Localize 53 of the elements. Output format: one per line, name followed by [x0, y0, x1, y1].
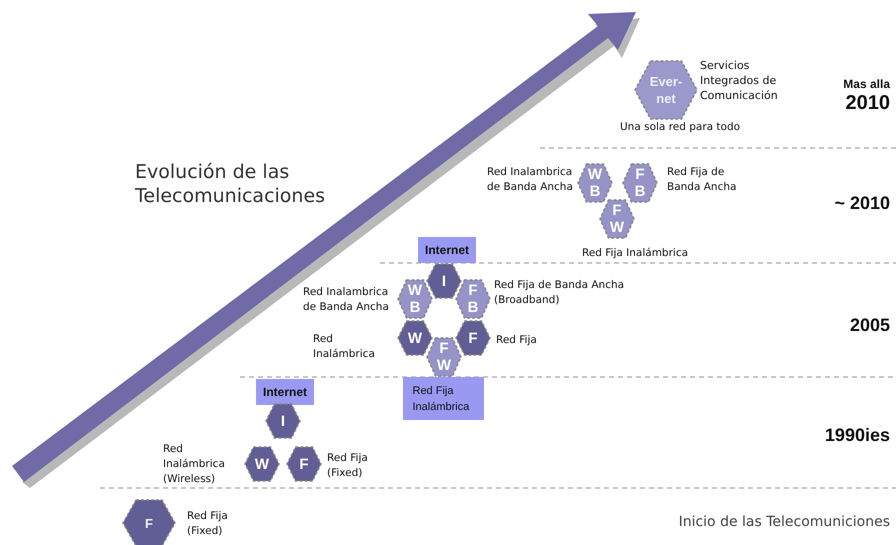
hexagon-label: F W — [436, 340, 452, 374]
node-caption: Red Fija (Fixed) — [187, 509, 229, 539]
note-text: Inicio de las Telecomuniciones — [678, 514, 890, 530]
hexagon-label: F W — [608, 202, 626, 236]
hexagon-label: I — [440, 272, 448, 290]
period-label: Mas alla — [842, 77, 890, 91]
hexagon-node — [427, 264, 461, 298]
hexagon-node — [456, 280, 490, 318]
hexagon-node — [287, 447, 321, 481]
box-label: Internet — [424, 243, 469, 257]
hexagon-node — [427, 338, 461, 376]
hexagon-node — [266, 404, 300, 438]
node-caption: Red Fija — [496, 333, 538, 348]
hexagon-node — [123, 500, 175, 545]
hexagon-label: W — [406, 330, 424, 346]
period-label: 2010 — [844, 92, 890, 115]
node-caption: Red Fija (Fixed) — [327, 451, 369, 481]
hexagon-label: W — [254, 456, 270, 472]
period-label: ~ 2010 — [833, 193, 890, 214]
node-caption: Red Inalambrica de Banda Ancha — [487, 165, 574, 195]
hexagon-node — [398, 280, 432, 318]
node-caption: Red Fija de Banda Ancha (Broadband) — [494, 278, 626, 308]
hexagon-label: F B — [634, 166, 646, 200]
hexagon-node — [600, 200, 634, 238]
node-caption: Una sola red para todo — [620, 120, 742, 135]
hexagon-label: I — [280, 412, 286, 430]
hexagon-node — [623, 164, 657, 202]
node-caption: Red Fija Inalámbrica — [582, 246, 690, 261]
label-box — [256, 379, 314, 405]
hexagon-label: F — [298, 456, 310, 472]
label-box — [418, 237, 476, 263]
hexagon-label: F — [467, 330, 479, 346]
hexagon-node — [245, 447, 279, 481]
hexagon-node — [635, 61, 697, 119]
node-caption: Servicios Integrados de Comunicación — [700, 58, 779, 103]
period-label: 2005 — [848, 315, 890, 336]
hexagon-node — [398, 321, 432, 355]
box-label: Internet — [262, 385, 307, 399]
hexagon-label: Ever- net — [648, 73, 684, 107]
node-caption: Red Inalámbrica (Wireless) — [163, 442, 226, 487]
box-label: Red Fija Inalámbrica — [412, 384, 470, 414]
title: Evolución de las Telecomunicaciones — [135, 160, 326, 208]
hexagon-label: W B — [586, 166, 604, 200]
node-caption: Red Inalámbrica — [313, 332, 376, 362]
hexagon-node — [578, 164, 612, 202]
hexagon-label: F B — [466, 282, 480, 316]
hexagon-label: F — [144, 514, 154, 532]
node-caption: Red Inalambrica de Banda Ancha — [303, 285, 390, 315]
label-box — [403, 377, 484, 420]
node-caption: Red Fija de Banda Ancha — [667, 165, 738, 195]
hexagon-node — [456, 321, 490, 355]
hexagon-label: W B — [406, 282, 424, 316]
period-label: 1990ies — [824, 425, 890, 446]
